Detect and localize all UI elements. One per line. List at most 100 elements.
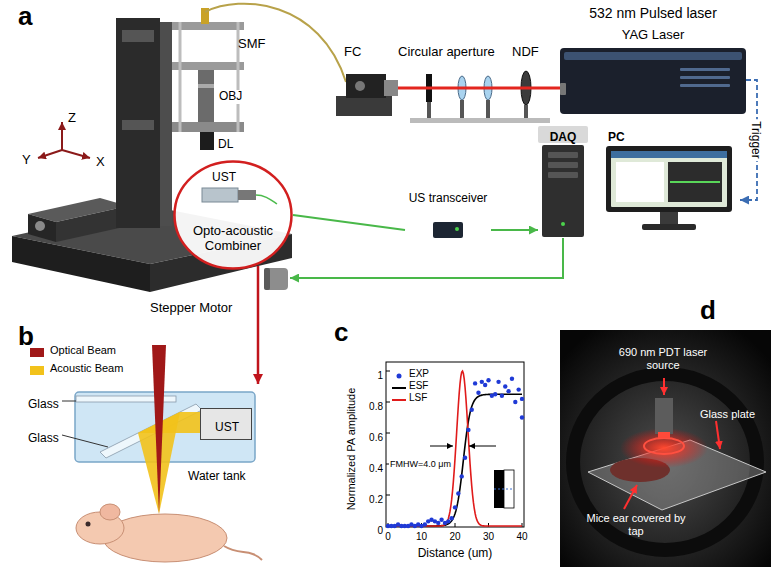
optical-beam xyxy=(152,345,166,514)
microscope-stage-part xyxy=(200,132,214,150)
exp-point xyxy=(453,505,457,509)
axis-title: Normalized PA amplitude xyxy=(345,388,358,511)
microscope-stage-part xyxy=(198,84,214,88)
tick-label: 0.6 xyxy=(369,432,383,444)
label-slot: a xyxy=(18,2,32,32)
exp-point xyxy=(476,391,480,395)
signal-connector xyxy=(491,229,538,231)
text-slot: Opto-acoustic Combiner xyxy=(183,224,283,254)
photo-label: Mice ear covered by tap xyxy=(580,512,692,537)
microscope-stage-part xyxy=(172,62,244,70)
node-text: PC xyxy=(608,131,625,145)
motor-cap xyxy=(264,268,270,290)
microscope-stage-part xyxy=(12,236,150,292)
drive-bay xyxy=(548,172,578,178)
tick-label: 0.8 xyxy=(369,401,383,413)
drive-bay xyxy=(548,152,578,158)
psf-chart-part xyxy=(386,371,390,372)
laser-vent xyxy=(680,84,730,87)
part-label: DL xyxy=(218,138,233,152)
part-label: Glass xyxy=(28,398,59,412)
laser-aperture xyxy=(560,83,566,95)
exp-point xyxy=(496,380,500,384)
label-slot: SMF xyxy=(238,34,265,52)
label-slot: DL xyxy=(218,134,233,152)
label-slot: 0 xyxy=(385,526,391,544)
transducer-box: UST xyxy=(200,408,252,440)
annotation: FMHW=4.0 μm xyxy=(389,459,452,469)
exp-point xyxy=(500,394,504,398)
mouse-drawing xyxy=(76,504,262,562)
label-slot: Y xyxy=(22,150,31,168)
photo-panel-part xyxy=(620,428,708,468)
status-led xyxy=(455,227,459,231)
exp-point xyxy=(516,387,520,391)
panel-pointer-part xyxy=(257,266,260,384)
exp-point xyxy=(520,397,524,401)
legend-sample xyxy=(392,371,406,381)
transceiver-box: US transceiver xyxy=(405,188,491,240)
psf-chart xyxy=(386,362,524,528)
label-slot: 0.8 xyxy=(353,396,383,414)
exp-point xyxy=(486,378,490,382)
signal-connector xyxy=(293,215,405,230)
microscope-stage-part xyxy=(122,120,154,130)
exp-point xyxy=(513,400,517,404)
tick-label: 1 xyxy=(377,370,383,382)
mouse-drawing-part xyxy=(86,522,91,527)
lsf-curve xyxy=(388,371,522,526)
legend-line xyxy=(392,399,406,401)
monitor-stand xyxy=(660,212,678,224)
screen-panel xyxy=(616,162,664,202)
legend-sample xyxy=(392,395,406,405)
photo-panel-part xyxy=(655,398,673,434)
exp-point xyxy=(436,521,440,525)
legend-text: Acoustic Beam xyxy=(50,362,123,375)
tick-label: 20 xyxy=(449,531,460,543)
microscope-stage-part xyxy=(122,30,154,42)
laser-vent xyxy=(680,68,730,71)
laser-unit: 532 nm Pulsed laserYAG Laser xyxy=(560,2,746,116)
photo-label: 690 nm PDT laser source xyxy=(615,346,711,371)
psf-chart-part xyxy=(386,362,524,527)
pc-monitor: PC xyxy=(598,126,740,232)
exp-point xyxy=(456,491,460,495)
drive-bay xyxy=(548,162,578,168)
laser-top-stripe xyxy=(564,52,742,60)
tick-label: 0.2 xyxy=(369,494,383,506)
node-text: Opto-acoustic Combiner xyxy=(183,224,283,254)
microscope-stage-part xyxy=(35,221,45,231)
leader-line-part xyxy=(62,401,76,402)
fiber-coupler-part xyxy=(336,96,392,116)
psf-chart-part xyxy=(455,523,456,527)
psf-chart-part xyxy=(504,470,514,508)
node-text: Stepper Motor xyxy=(150,301,232,316)
laser-beam xyxy=(398,88,560,89)
exp-point xyxy=(473,381,477,385)
node-text: YAG Laser xyxy=(622,28,685,43)
stepper-motor: Stepper Motor xyxy=(148,262,290,318)
photo-leader-part xyxy=(716,421,720,449)
microscope-stage-part xyxy=(116,18,160,228)
text-slot: DAQ xyxy=(538,127,588,145)
axis-title: Distance (um) xyxy=(418,547,493,561)
label-slot: Glass xyxy=(28,428,59,446)
label-slot: UST xyxy=(212,167,236,185)
exp-point xyxy=(480,380,484,384)
psf-chart-part xyxy=(386,402,390,403)
part-label: UST xyxy=(212,171,236,185)
psf-chart-part xyxy=(386,433,390,434)
axis-triad-part xyxy=(62,150,90,158)
label-slot: Z xyxy=(68,108,76,126)
optical-bench-part xyxy=(486,100,490,118)
text-slot: Stepper Motor xyxy=(150,298,232,316)
leader-line xyxy=(62,401,108,447)
microscope-stage-part xyxy=(172,122,244,132)
label-slot: 10 xyxy=(416,526,427,544)
fiber-coupler-part xyxy=(346,74,386,98)
microscope-stage-part xyxy=(160,22,172,226)
axis-letter: Y xyxy=(22,153,31,168)
fiber-coupler-part xyxy=(384,80,398,96)
label-slot: 0.4 xyxy=(353,458,383,476)
